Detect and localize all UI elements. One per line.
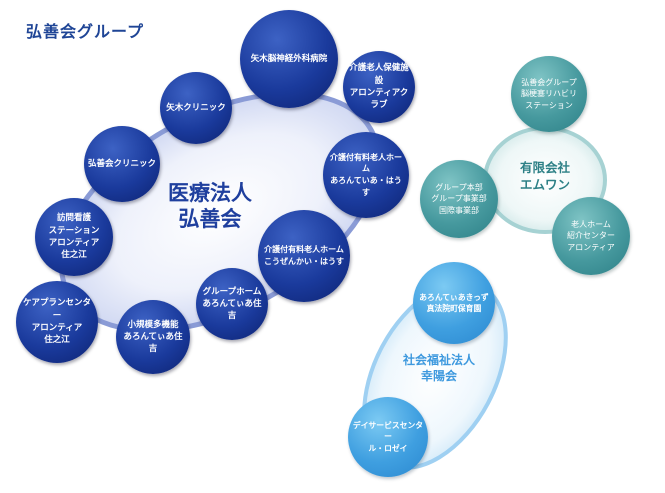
node-visiting-nurse-station[interactable]: 訪問看護 ステーション アロンティア 住之江 <box>35 198 113 276</box>
page-title: 弘善会グループ <box>26 22 145 41</box>
node-yagi-neurosurgery-hospital[interactable]: 矢木脳神経外科病院 <box>240 10 338 108</box>
node-aronteia-house[interactable]: 介護付有料老人ホーム あろんていあ・はうす <box>323 132 409 218</box>
welfare-group-name: 社会福祉法人 幸陽会 <box>402 353 475 384</box>
node-aronteia-kids-nursery[interactable]: あろんてぃあきっず 真法院町保育園 <box>413 262 495 344</box>
node-yagi-clinic[interactable]: 矢木クリニック <box>160 72 232 144</box>
node-grouphome-sumiyoshi[interactable]: グループホーム あろんてぃあ住吉 <box>196 268 268 340</box>
node-aronteia-club[interactable]: 介護老人保健施設 アロンティアクラブ <box>343 51 415 123</box>
node-careplan-center[interactable]: ケアプランセンター アロンティア 住之江 <box>16 281 98 363</box>
node-kozenkai-house[interactable]: 介護付有料老人ホーム こうぜんかい・はうす <box>258 210 350 302</box>
company-group-name: 有限会社 エムワン <box>519 160 570 192</box>
node-day-service-le-rosey[interactable]: デイサービスセンター ル・ロゼイ <box>348 397 428 477</box>
node-kozenkai-clinic[interactable]: 弘善会クリニック <box>84 126 160 202</box>
node-group-headquarters[interactable]: グループ本部 グループ事業部 国際事業部 <box>420 160 498 238</box>
node-stroke-rehab-station[interactable]: 弘善会グループ 脳梗塞リハビリ ステーション <box>511 56 587 132</box>
medical-group-name: 医療法人 弘善会 <box>168 181 252 232</box>
node-small-multifunction-sumiyoshi[interactable]: 小規模多機能 あろんてぃあ住吉 <box>116 300 190 374</box>
node-nursing-home-referral[interactable]: 老人ホーム 紹介センター アロンティア <box>552 197 630 275</box>
